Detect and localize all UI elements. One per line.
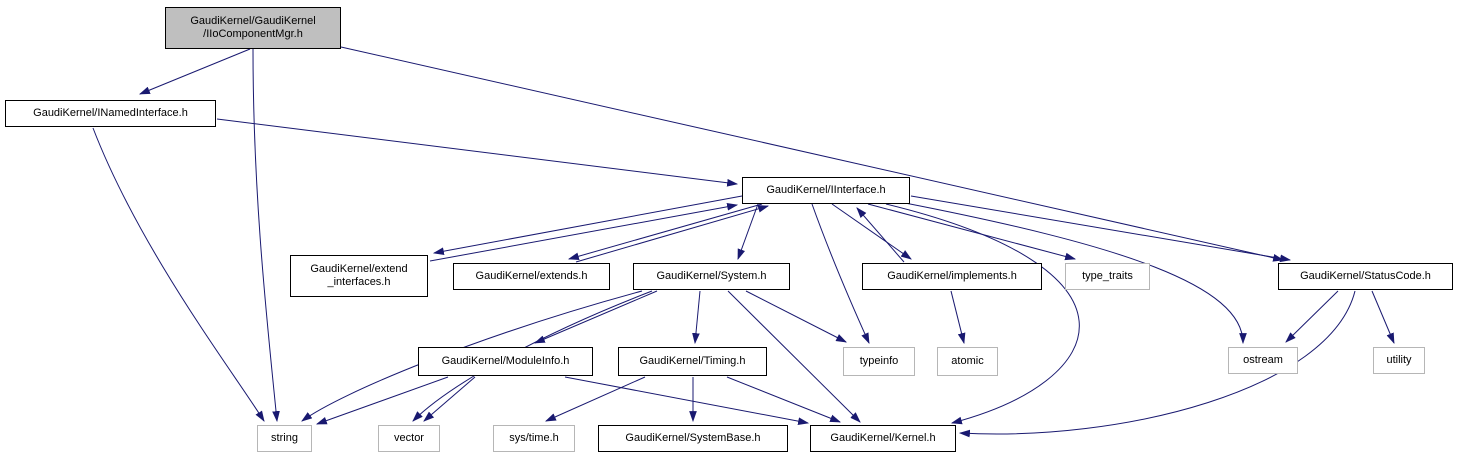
node-typetraits[interactable]: type_traits bbox=[1065, 263, 1150, 290]
node-label: GaudiKernel/Kernel.h bbox=[830, 432, 936, 444]
node-implements[interactable]: GaudiKernel/implements.h bbox=[862, 263, 1042, 290]
node-label: /IIoComponentMgr.h bbox=[203, 28, 303, 40]
edge-iinterface-implements bbox=[831, 203, 912, 260]
edge-mgr-statuscode bbox=[340, 46, 1285, 262]
node-label: sys/time.h bbox=[509, 432, 559, 444]
node-timing[interactable]: GaudiKernel/Timing.h bbox=[618, 347, 767, 376]
node-label: GaudiKernel/SystemBase.h bbox=[625, 432, 761, 444]
node-utility[interactable]: utility bbox=[1373, 347, 1425, 374]
edge-iinterface-system bbox=[737, 203, 759, 261]
node-label: GaudiKernel/System.h bbox=[656, 270, 767, 282]
node-label: GaudiKernel/ModuleInfo.h bbox=[441, 355, 570, 367]
node-label: ostream bbox=[1243, 354, 1283, 366]
edge-mgr-inamed bbox=[138, 48, 251, 95]
node-ostream[interactable]: ostream bbox=[1228, 347, 1298, 374]
edge-timing-systime bbox=[544, 376, 646, 422]
node-label: GaudiKernel/implements.h bbox=[887, 270, 1017, 282]
node-system[interactable]: GaudiKernel/System.h bbox=[633, 263, 790, 290]
node-label: type_traits bbox=[1082, 270, 1133, 282]
node-label: GaudiKernel/INamedInterface.h bbox=[33, 107, 188, 119]
edge-implements-atomic bbox=[950, 290, 966, 345]
edge-timing-kernel bbox=[726, 376, 842, 423]
edge-moduleinfo-vector bbox=[423, 376, 476, 422]
edge-mgr-string bbox=[252, 48, 280, 423]
node-label: _interfaces.h bbox=[327, 276, 391, 288]
edge-statuscode-utility bbox=[1371, 290, 1395, 345]
node-kernel[interactable]: GaudiKernel/Kernel.h bbox=[810, 425, 956, 452]
node-inamed[interactable]: GaudiKernel/INamedInterface.h bbox=[5, 100, 216, 127]
node-label: GaudiKernel/Timing.h bbox=[639, 355, 746, 367]
node-label: GaudiKernel/extend bbox=[310, 263, 408, 275]
node-label: vector bbox=[394, 432, 424, 444]
edge-implements-iinterface bbox=[856, 207, 905, 263]
node-label: typeinfo bbox=[859, 355, 899, 367]
node-label: atomic bbox=[951, 355, 984, 367]
node-label: GaudiKernel/extends.h bbox=[475, 270, 588, 282]
node-label: utility bbox=[1386, 354, 1412, 366]
node-extends[interactable]: GaudiKernel/extends.h bbox=[453, 263, 610, 290]
edge-system-kernel bbox=[727, 290, 861, 423]
node-extint[interactable]: GaudiKernel/extend_interfaces.h bbox=[290, 255, 428, 297]
edge-statuscode-ostream bbox=[1285, 290, 1339, 343]
edge-iinterface-extends bbox=[567, 203, 763, 260]
node-vector[interactable]: vector bbox=[378, 425, 440, 452]
edge-system-moduleinfo bbox=[533, 290, 658, 344]
node-statuscode[interactable]: GaudiKernel/StatusCode.h bbox=[1278, 263, 1453, 290]
node-string[interactable]: string bbox=[257, 425, 312, 452]
node-systembase[interactable]: GaudiKernel/SystemBase.h bbox=[598, 425, 788, 452]
node-label: GaudiKernel/StatusCode.h bbox=[1300, 270, 1431, 282]
edge-moduleinfo-string bbox=[315, 376, 449, 425]
edge-extends-iinterface bbox=[575, 205, 770, 263]
edge-iinterface-typeinfo bbox=[811, 203, 870, 345]
edge-statuscode-kernel bbox=[958, 290, 1356, 438]
edge-iinterface-kernel bbox=[885, 203, 1080, 425]
edge-iinterface-typetraits bbox=[867, 203, 1077, 261]
node-systime[interactable]: sys/time.h bbox=[493, 425, 575, 452]
node-moduleinfo[interactable]: GaudiKernel/ModuleInfo.h bbox=[418, 347, 593, 376]
node-atomic[interactable]: atomic bbox=[937, 347, 998, 376]
edge-inamed-iinterface bbox=[216, 118, 739, 187]
edge-iinterface-statuscode bbox=[910, 195, 1292, 263]
edge-moduleinfo-kernel bbox=[564, 376, 810, 425]
node-label: string bbox=[271, 432, 298, 444]
edge-iinterface-ostream bbox=[904, 202, 1247, 345]
edge-iinterface-extint bbox=[432, 195, 743, 255]
node-label: GaudiKernel/GaudiKernel bbox=[190, 15, 316, 27]
node-label: GaudiKernel/IInterface.h bbox=[766, 184, 886, 196]
node-mgr[interactable]: GaudiKernel/GaudiKernel/IIoComponentMgr.… bbox=[165, 7, 341, 49]
edge-extint-iinterface bbox=[429, 202, 739, 262]
node-typeinfo[interactable]: typeinfo bbox=[843, 347, 915, 376]
edge-system-typeinfo bbox=[745, 290, 847, 343]
node-iinterface[interactable]: GaudiKernel/IInterface.h bbox=[742, 177, 910, 204]
edge-inamed-string bbox=[92, 127, 265, 422]
edge-system-timing bbox=[692, 290, 701, 345]
